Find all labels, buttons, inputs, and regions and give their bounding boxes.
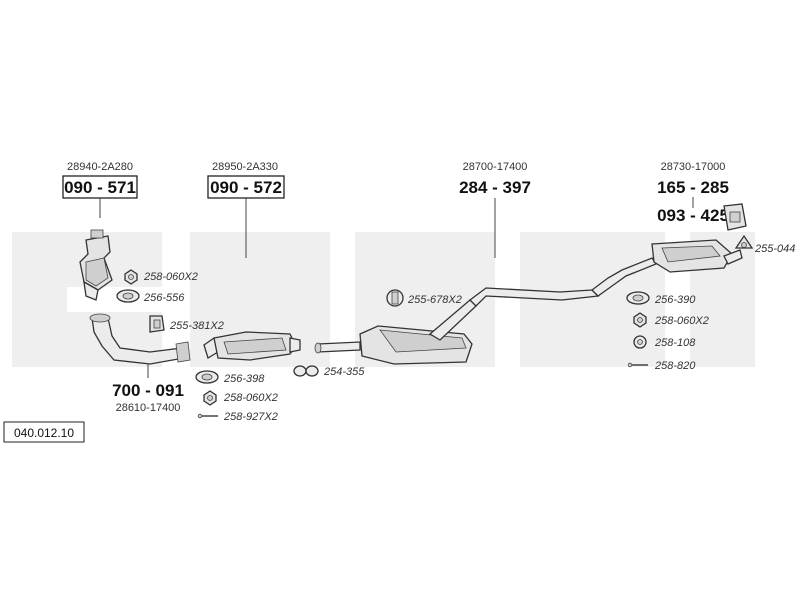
accessory-a2[interactable]: 256-556 (116, 289, 185, 304)
rubber-mount-icon (734, 234, 754, 249)
accessory-a1[interactable]: 258-060X2 (124, 269, 198, 285)
svg-text:040.012.10: 040.012.10 (14, 426, 74, 440)
rear-silencer[interactable] (591, 239, 743, 297)
front-pipe[interactable] (89, 313, 191, 365)
accessory-a8[interactable]: 255-678X2 (386, 289, 462, 307)
catalytic-converter-2[interactable] (203, 331, 301, 361)
svg-text:28730-17000: 28730-17000 (661, 161, 726, 173)
svg-text:258-927X2: 258-927X2 (223, 411, 278, 423)
svg-text:258-060X2: 258-060X2 (654, 315, 709, 327)
accessory-a9[interactable]: 256-390 (626, 291, 696, 306)
part-label-hanger[interactable]: 093 - 425 (657, 206, 729, 225)
accessory-a7[interactable]: 254-355 (293, 365, 365, 378)
svg-text:28950-2A330: 28950-2A330 (212, 161, 278, 173)
svg-text:255-381X2: 255-381X2 (169, 320, 224, 332)
svg-text:28610-17400: 28610-17400 (116, 402, 181, 414)
accessory-a5[interactable]: 258-060X2 (203, 390, 278, 406)
part-label-cat1[interactable]: 28940-2A280 090 - 571 (62, 161, 138, 218)
svg-text:258-108: 258-108 (654, 337, 696, 349)
svg-text:284 - 397: 284 - 397 (459, 178, 531, 197)
svg-text:255-044: 255-044 (754, 243, 795, 255)
accessory-a10[interactable]: 258-060X2 (633, 312, 709, 328)
accessory-a11[interactable]: 258-108 (633, 335, 696, 349)
part-label-cat2[interactable]: 28950-2A330 090 - 572 (207, 161, 285, 258)
svg-text:256-398: 256-398 (223, 373, 265, 385)
svg-text:256-556: 256-556 (143, 292, 185, 304)
diagram-reference: 040.012.10 (3, 421, 85, 443)
rubber-mount-icon (386, 289, 404, 307)
svg-text:28700-17400: 28700-17400 (463, 161, 528, 173)
clamp-icon (293, 365, 319, 377)
accessory-a4[interactable]: 256-398 (195, 370, 265, 385)
accessory-a12[interactable]: 258-820 (627, 360, 696, 372)
svg-text:255-678X2: 255-678X2 (407, 294, 462, 306)
hanger-bracket-icon (723, 203, 747, 231)
svg-text:258-060X2: 258-060X2 (223, 392, 278, 404)
svg-text:258-820: 258-820 (654, 360, 696, 372)
accessory-a13[interactable]: 255-044 (734, 234, 795, 255)
svg-text:258-060X2: 258-060X2 (143, 271, 198, 283)
catalytic-converter-1[interactable] (79, 229, 113, 301)
svg-text:256-390: 256-390 (654, 294, 696, 306)
svg-text:700 - 091: 700 - 091 (112, 381, 184, 400)
svg-text:254-355: 254-355 (323, 366, 365, 378)
svg-text:093 - 425: 093 - 425 (657, 206, 729, 225)
svg-text:090 - 571: 090 - 571 (64, 178, 136, 197)
svg-text:28940-2A280: 28940-2A280 (67, 161, 133, 173)
accessory-a6[interactable]: 258-927X2 (197, 411, 278, 423)
svg-text:090 - 572: 090 - 572 (210, 178, 282, 197)
svg-text:165 - 285: 165 - 285 (657, 178, 729, 197)
part-label-mid[interactable]: 28700-17400 284 - 397 (459, 161, 531, 258)
part-label-rear[interactable]: 28730-17000 165 - 285 (657, 161, 729, 208)
accessory-a3[interactable]: 255-381X2 (149, 315, 224, 333)
